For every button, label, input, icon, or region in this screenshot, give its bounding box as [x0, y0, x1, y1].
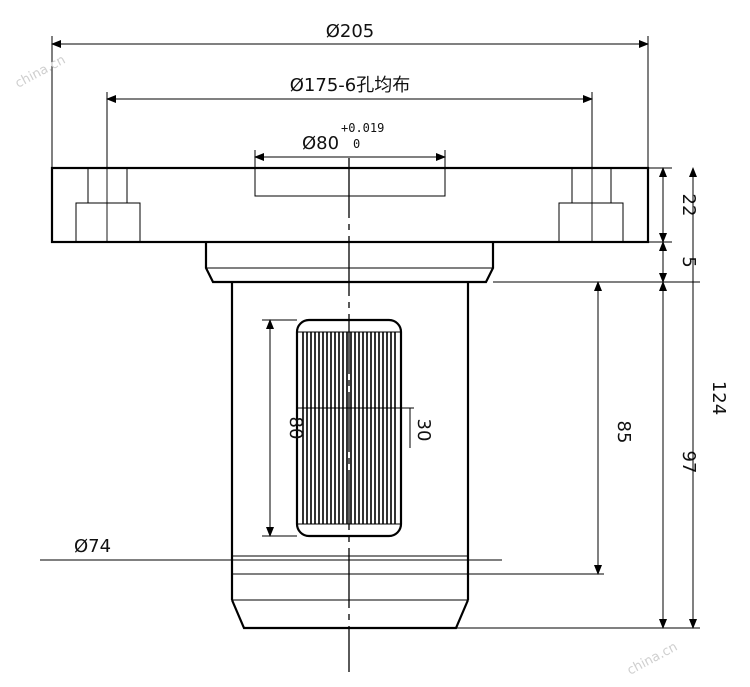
- label-shaft-diameter: Ø74: [74, 536, 111, 557]
- watermark-bottom-right: china.cn: [625, 640, 680, 679]
- label-bore-tol-upper: +0.019: [341, 121, 384, 135]
- bore-outline: [254, 167, 446, 197]
- watermark-top-left: china.cn: [13, 53, 68, 92]
- flange: [50, 166, 650, 244]
- label-bore-tol-lower: 0: [353, 137, 360, 151]
- dim-step-height: 5: [659, 241, 699, 283]
- label-total-height: 124: [708, 381, 729, 415]
- label-spline-to-bottom: 85: [613, 421, 634, 444]
- dim-shaft-diameter: Ø74: [40, 536, 502, 561]
- dim-bolt-circle: Ø175-6孔均布: [106, 75, 593, 168]
- label-body-height: 97: [678, 451, 699, 474]
- label-flange-diameter: Ø205: [326, 21, 375, 42]
- label-spline-length: 80: [285, 417, 306, 440]
- dim-spline-length: 80: [262, 319, 306, 537]
- shaft-body: [230, 282, 470, 630]
- label-step-height: 5: [678, 256, 699, 267]
- dim-bore-diameter: Ø80 +0.019 0: [254, 121, 446, 168]
- label-bolt-circle: Ø175-6孔均布: [290, 75, 410, 96]
- dim-spline-to-bottom: 85: [594, 281, 634, 575]
- label-flange-thickness: 22: [678, 194, 699, 217]
- spline-teeth: [302, 332, 396, 524]
- dim-flange-thickness: 22: [659, 167, 699, 243]
- label-spline-width: 30: [413, 419, 434, 442]
- dim-flange-diameter: Ø205: [51, 21, 649, 168]
- spline: [295, 318, 403, 538]
- label-bore-diameter: Ø80: [302, 133, 339, 154]
- bolt-hole-right: [558, 168, 624, 243]
- bolt-hole-left: [75, 168, 141, 243]
- dim-total-height: 124: [689, 167, 729, 629]
- dim-body-height: 97: [659, 281, 699, 629]
- dim-spline-width: 30: [401, 407, 434, 448]
